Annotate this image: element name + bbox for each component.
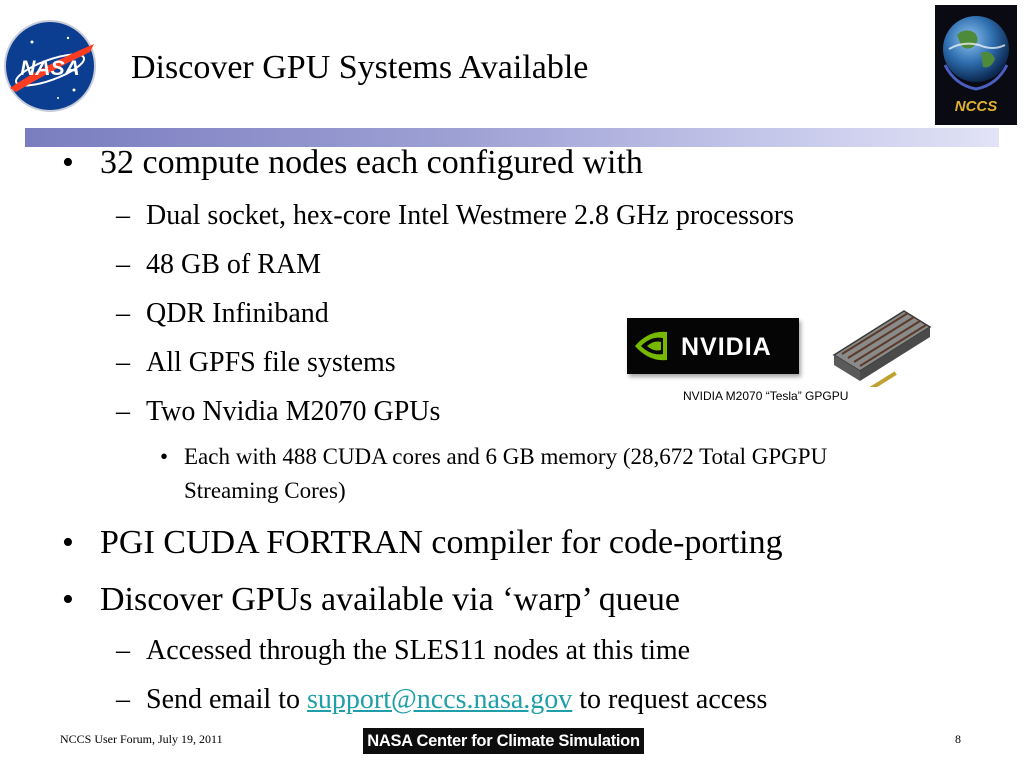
sub-bullet-text: Accessed through the SLES11 nodes at thi… xyxy=(146,635,691,666)
dash-symbol: – xyxy=(116,396,130,427)
svg-text:NASA: NASA xyxy=(20,57,80,80)
nvidia-logo: NVIDIA xyxy=(627,318,799,374)
gpu-card-icon xyxy=(832,310,932,391)
bullet-text: 32 compute nodes each configured with xyxy=(100,144,643,181)
dash-symbol: – xyxy=(116,298,130,329)
sub-bullet-text: Two Nvidia M2070 GPUs xyxy=(146,396,441,427)
slide-title: Discover GPU Systems Available xyxy=(131,49,589,86)
bullet-symbol: • xyxy=(62,144,74,181)
bullet-warp-queue: • Discover GPUs available via ‘warp’ que… xyxy=(62,580,680,620)
dash-symbol: – xyxy=(116,249,130,280)
svg-text:NVIDIA: NVIDIA xyxy=(681,333,772,361)
gpu-card-image xyxy=(828,305,934,391)
sub-sub-bullet-cuda-cores: • Each with 488 CUDA cores and 6 GB memo… xyxy=(160,440,920,508)
sub-bullet-infiniband: – QDR Infiniband xyxy=(116,297,329,331)
sub-bullet-processors: – Dual socket, hex-core Intel Westmere 2… xyxy=(116,199,794,233)
title-divider-bar xyxy=(25,128,999,147)
nccs-banner: NASA Center for Climate Simulation xyxy=(363,728,644,754)
sub-bullet-email: – Send email to support@nccs.nasa.gov to… xyxy=(116,683,767,717)
dash-symbol: – xyxy=(116,200,130,231)
dash-symbol: – xyxy=(116,347,130,378)
bullet-symbol: • xyxy=(62,581,74,618)
nccs-globe-icon: NCCS xyxy=(935,5,1017,125)
nvidia-eye-icon: NVIDIA xyxy=(635,331,772,361)
nvidia-caption: NVIDIA M2070 “Tesla” GPGPU xyxy=(683,389,849,403)
email-before: Send email to xyxy=(146,684,300,715)
sub-bullet-text: Dual socket, hex-core Intel Westmere 2.8… xyxy=(146,200,795,231)
sub-bullet-text: Send email to support@nccs.nasa.gov to r… xyxy=(146,684,767,715)
bullet-symbol: • xyxy=(62,524,74,561)
support-email-link[interactable]: support@nccs.nasa.gov xyxy=(306,684,573,715)
dash-symbol: – xyxy=(116,635,130,666)
footer-event-date: NCCS User Forum, July 19, 2011 xyxy=(60,732,223,746)
bullet-text: PGI CUDA FORTRAN compiler for code-porti… xyxy=(100,524,783,561)
bullet-symbol: • xyxy=(160,444,169,469)
sub-bullet-text: QDR Infiniband xyxy=(146,298,329,329)
nccs-logo: NCCS xyxy=(935,5,1017,125)
email-after: to request access xyxy=(579,684,768,715)
sub-sub-bullet-text: Each with 488 CUDA cores and 6 GB memory… xyxy=(184,444,828,503)
sub-bullet-sles11: – Accessed through the SLES11 nodes at t… xyxy=(116,634,690,668)
sub-bullet-gpfs: – All GPFS file systems xyxy=(116,346,396,380)
sub-bullet-text: 48 GB of RAM xyxy=(146,249,322,280)
bullet-text: Discover GPUs available via ‘warp’ queue xyxy=(100,581,680,618)
dash-symbol: – xyxy=(116,684,130,715)
svg-text:NCCS: NCCS xyxy=(955,98,998,115)
nasa-logo: NASA xyxy=(2,18,98,114)
sub-bullet-text: All GPFS file systems xyxy=(146,347,396,378)
sub-bullet-ram: – 48 GB of RAM xyxy=(116,248,321,282)
bullet-pgi-compiler: • PGI CUDA FORTRAN compiler for code-por… xyxy=(62,523,783,563)
sub-bullet-gpus: – Two Nvidia M2070 GPUs xyxy=(116,395,440,429)
bullet-compute-nodes: • 32 compute nodes each configured with xyxy=(62,143,643,183)
nasa-meatball-icon: NASA xyxy=(4,20,96,112)
page-number: 8 xyxy=(955,732,961,746)
